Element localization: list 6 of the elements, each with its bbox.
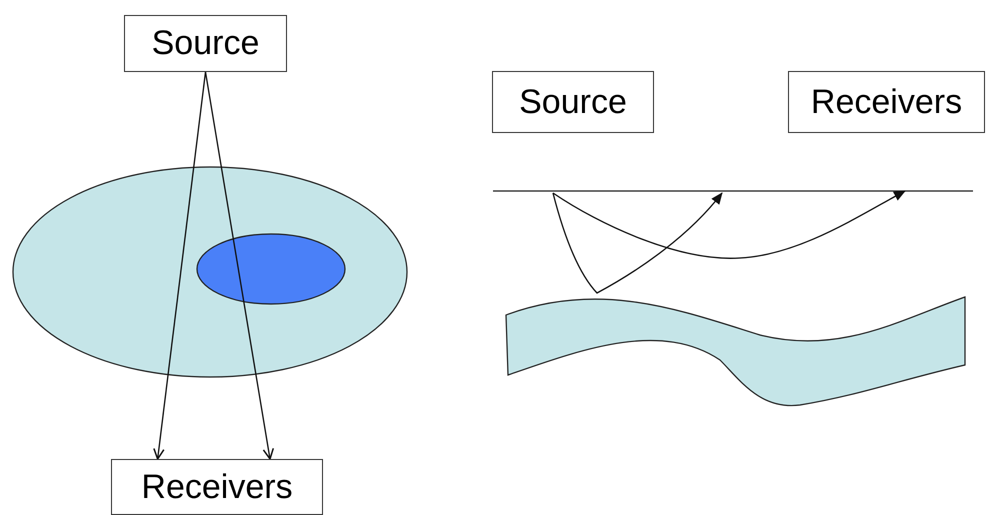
label-box: Source [492,71,654,133]
label-box: Receivers [111,459,323,515]
arrow [204,72,274,460]
label-box: Receivers [788,71,985,133]
arrow [153,72,206,460]
label-box: Source [124,15,287,72]
